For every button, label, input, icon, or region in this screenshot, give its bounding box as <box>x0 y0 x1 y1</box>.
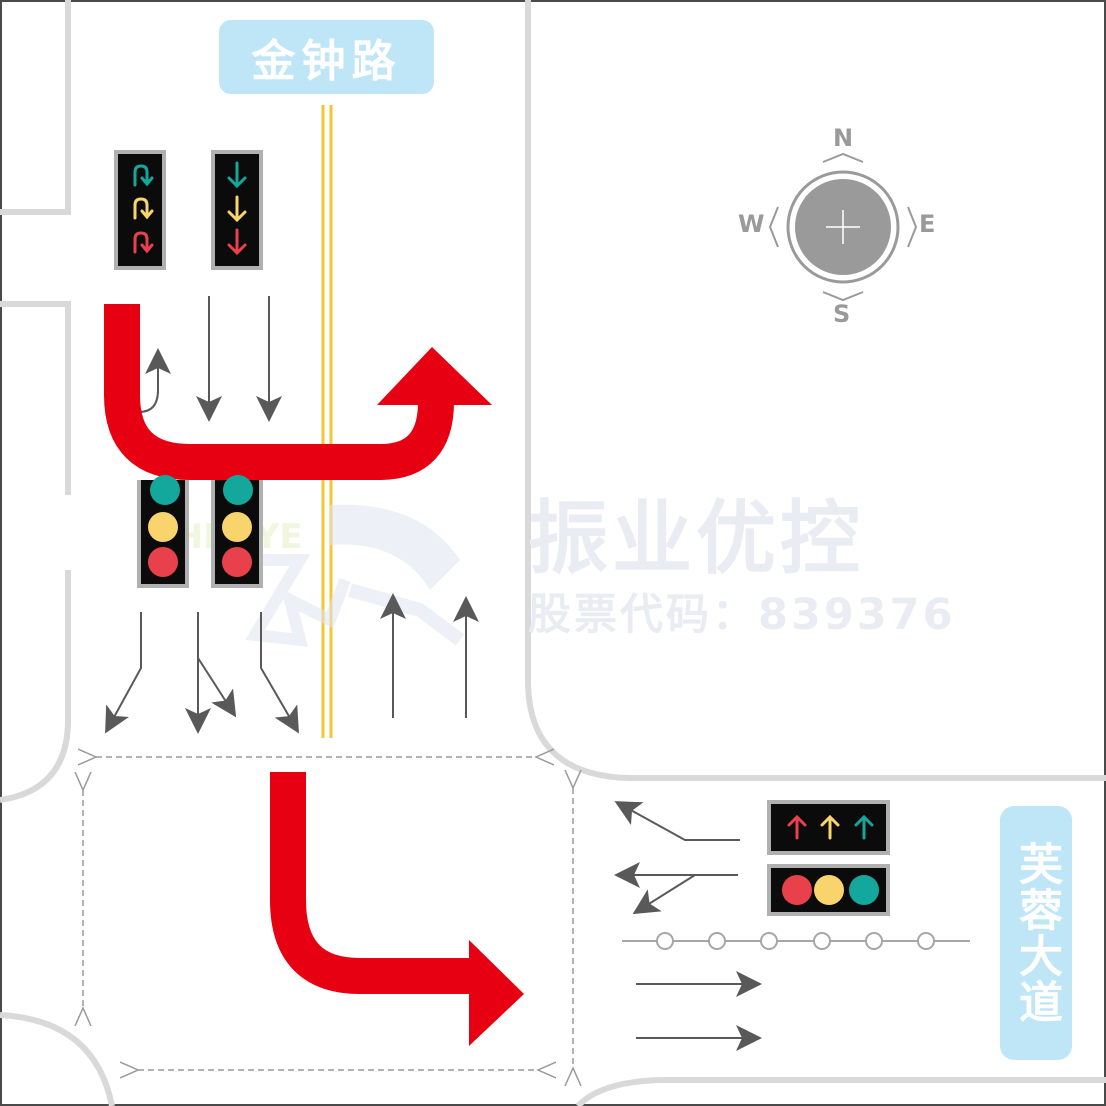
south-lane-arrows <box>105 593 479 734</box>
road-edge-se-corner <box>575 1077 1106 1106</box>
east-round-signal <box>767 864 890 916</box>
yellow-light <box>222 512 252 542</box>
compass-west-label: W <box>738 210 765 238</box>
north-round-signal-2 <box>211 475 263 588</box>
crosswalks <box>83 757 573 1070</box>
up-arrow-green-icon <box>854 814 874 840</box>
lane-arrow-uturn <box>138 348 171 413</box>
u-turn-arrow-green-icon <box>133 164 154 187</box>
road-label-north: 金钟路 <box>219 20 434 94</box>
u-turn-arrow-yellow-icon <box>133 197 154 220</box>
road-edge-sw-corner <box>0 1012 115 1106</box>
center-line <box>321 105 333 738</box>
road-edge-ne-block <box>525 0 1106 781</box>
green-light <box>223 475 253 505</box>
watermark-subtitle: 股票代码：839376 <box>528 590 956 640</box>
north-uturn-arrow-signal <box>114 150 166 270</box>
north-straight-arrow-signal <box>211 150 263 270</box>
lane-arrow-east-3 <box>632 874 696 915</box>
road-edge-nw-upper <box>0 0 71 215</box>
lane-arrow-left-bend <box>260 612 300 734</box>
down-arrow-yellow-icon <box>227 195 247 223</box>
up-arrow-yellow-icon <box>820 814 840 840</box>
east-lane-divider <box>622 932 970 950</box>
watermark-title: 振业优控 <box>528 492 864 585</box>
east-lane-arrows <box>614 801 762 1051</box>
north-round-signal-1 <box>137 475 189 588</box>
red-light <box>222 547 252 577</box>
red-light <box>782 875 812 905</box>
north-lane-arrows <box>138 296 282 422</box>
road-edge-sw-curve <box>0 570 71 803</box>
lane-arrow-east-1 <box>614 801 740 841</box>
compass-south-label: S <box>833 300 851 328</box>
east-straight-arrow-signal <box>767 800 890 855</box>
lane-arrow-right-split <box>197 657 237 718</box>
up-arrow-red-icon <box>787 814 807 840</box>
red-right-turn-arrow <box>270 772 524 1046</box>
compass-north-label: N <box>833 124 854 152</box>
watermark-logo: ZHENYE <box>150 504 465 647</box>
road-label-east: 芙蓉大道 <box>1000 806 1072 1060</box>
lane-arrow-right-turn <box>105 612 142 734</box>
green-light <box>849 875 879 905</box>
yellow-light <box>148 512 178 542</box>
compass-icon <box>768 152 918 302</box>
down-arrow-red-icon <box>227 228 247 256</box>
compass-east-label: E <box>919 210 936 238</box>
road-edge-nw-lower <box>0 301 71 495</box>
green-light <box>150 475 180 505</box>
u-turn-arrow-red-icon <box>133 231 154 254</box>
red-light <box>148 547 178 577</box>
yellow-light <box>814 875 844 905</box>
down-arrow-green-icon <box>227 161 247 189</box>
red-u-turn-arrow <box>104 304 492 480</box>
